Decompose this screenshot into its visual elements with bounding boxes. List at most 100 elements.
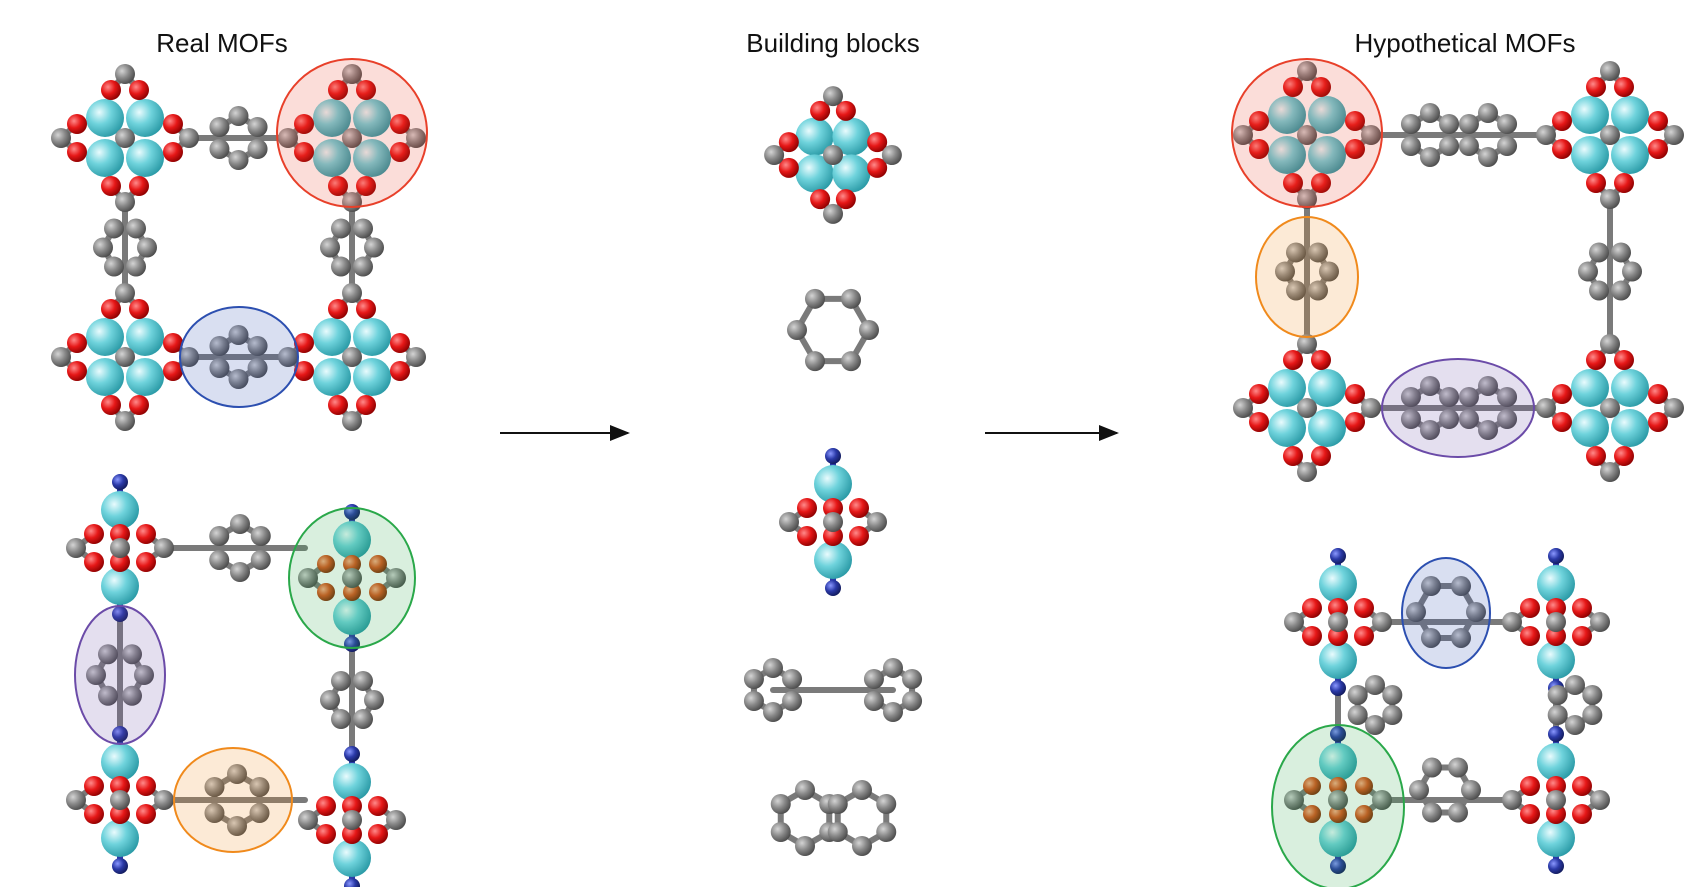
oxygen-atom	[1520, 804, 1540, 824]
carbon-atom	[1382, 685, 1403, 705]
carbon-atom	[852, 836, 872, 856]
metal-atom	[101, 491, 139, 529]
carbon-atom	[154, 790, 174, 810]
oxygen-atom	[1546, 804, 1566, 824]
carbon-atom	[1611, 280, 1631, 301]
carbon-atom	[823, 203, 843, 224]
metal-atom	[313, 99, 351, 137]
oxygen-atom	[294, 361, 314, 381]
metal-atom	[86, 139, 124, 177]
highlight-ellipse	[288, 507, 416, 649]
oxygen-atom-orange	[343, 555, 361, 573]
carbon-atom	[779, 512, 799, 532]
carbon-atom	[247, 336, 268, 356]
carbon-atom	[110, 790, 130, 810]
carbon-atom	[1466, 602, 1486, 622]
metal-atom	[1319, 641, 1357, 679]
carbon-atom	[1421, 627, 1441, 648]
metal-atom	[1571, 96, 1609, 134]
carbon-atom	[1439, 409, 1460, 429]
carbon-atom	[1319, 261, 1339, 282]
carbon-atom	[1600, 125, 1620, 145]
carbon-atom	[823, 512, 843, 532]
metal-atom	[101, 819, 139, 857]
carbon-atom	[1400, 387, 1421, 407]
carbon-atom	[342, 283, 362, 303]
title-real-mofs: Real MOFs	[156, 28, 288, 58]
carbon-atom	[827, 822, 848, 842]
metal-atom	[814, 541, 852, 579]
metal-atom	[1611, 369, 1649, 407]
oxygen-atom	[84, 804, 104, 824]
carbon-atom	[115, 192, 135, 212]
carbon-atom	[1458, 409, 1479, 429]
carbon-atom	[250, 550, 271, 570]
carbon-atom	[1361, 398, 1381, 418]
oxygen-atom	[67, 114, 87, 134]
carbon-atom	[743, 691, 764, 711]
oxygen-atom	[110, 804, 130, 824]
oxygen-atom	[849, 526, 869, 546]
carbon-atom	[1546, 612, 1566, 632]
oxygen-atom	[1249, 111, 1269, 131]
oxygen-atom	[1614, 350, 1634, 370]
oxygen-atom-orange	[1329, 777, 1347, 795]
carbon-atom	[770, 822, 791, 842]
highlights-layer	[74, 58, 1535, 887]
oxygen-atom	[1311, 173, 1331, 193]
carbon-atom	[1297, 334, 1317, 354]
metal-atom	[1268, 96, 1306, 134]
metal-atom	[353, 358, 391, 396]
carbon-atom	[227, 816, 247, 836]
oxygen-atom-orange	[1329, 805, 1347, 823]
carbon-atom	[805, 288, 825, 309]
metal-atom	[101, 743, 139, 781]
oxygen-atom	[1520, 776, 1540, 796]
oxygen-atom	[136, 552, 156, 572]
carbon-atom	[1590, 612, 1610, 632]
carbon-atom	[1589, 242, 1609, 263]
carbon-atom	[1372, 790, 1392, 810]
carbon-atom	[795, 836, 815, 856]
metal-atom	[333, 763, 371, 801]
oxygen-atom	[110, 776, 130, 796]
oxygen-atom	[1345, 139, 1365, 159]
carbon-atom	[228, 150, 249, 170]
oxygen-atom	[1648, 384, 1668, 404]
carbon-atom	[770, 794, 791, 814]
carbon-atom	[782, 669, 803, 689]
oxygen-atom-orange	[1355, 805, 1373, 823]
highlight-ellipse	[179, 306, 299, 408]
metal-atom	[101, 567, 139, 605]
metal-atom	[1571, 136, 1609, 174]
oxygen-atom	[1572, 598, 1592, 618]
oxygen-atom	[1586, 173, 1606, 193]
carbon-atom	[743, 669, 764, 689]
nitrogen-atom	[1548, 548, 1564, 564]
carbon-atom	[823, 145, 843, 165]
carbon-atom	[823, 86, 843, 107]
carbon-atom	[104, 256, 124, 277]
oxygen-atom	[368, 796, 388, 816]
carbon-atom	[134, 665, 154, 685]
oxygen-atom	[129, 176, 149, 196]
carbon-atom	[883, 702, 903, 722]
oxygen-atom	[1648, 139, 1668, 159]
carbon-atom	[1565, 675, 1585, 695]
oxygen-atom-orange	[317, 583, 335, 601]
oxygen-atom	[67, 333, 87, 353]
metal-atom	[832, 117, 871, 156]
metal-atom	[1308, 409, 1346, 447]
oxygen-atom	[797, 526, 817, 546]
metal-atom	[1319, 819, 1357, 857]
carbon-atom	[1451, 627, 1471, 648]
metal-atom	[795, 154, 834, 193]
oxygen-atom	[1648, 111, 1668, 131]
carbon-atom	[1458, 114, 1479, 134]
carbon-atom	[1406, 602, 1426, 622]
carbon-atom	[204, 777, 225, 797]
oxygen-atom	[1354, 598, 1374, 618]
carbon-atom	[1458, 387, 1479, 407]
oxygen-atom	[136, 776, 156, 796]
carbon-atom	[787, 320, 807, 340]
